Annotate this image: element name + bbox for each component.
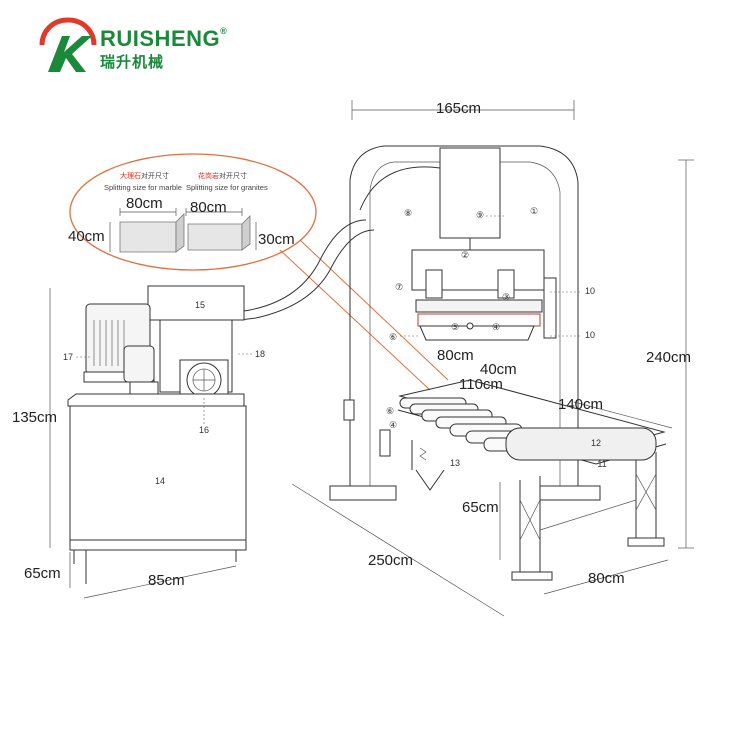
part-8: ⑧ bbox=[404, 208, 412, 218]
brand-name-cn: 瑞升机械 bbox=[100, 53, 165, 71]
part-16: 16 bbox=[199, 425, 209, 435]
callout-ellipse bbox=[69, 153, 317, 271]
part-18: 18 bbox=[255, 349, 265, 359]
part-4: ④ bbox=[492, 322, 500, 332]
callout-leader-2 bbox=[299, 239, 449, 381]
brand-name: RUISHENG® bbox=[100, 26, 228, 51]
granite-label-cn: 花岗岩对开尺寸 bbox=[198, 171, 247, 180]
tank-height-label: 135cm bbox=[12, 409, 57, 426]
logo-mark bbox=[39, 17, 97, 72]
part-15: 15 bbox=[195, 300, 205, 310]
conveyor-length-label: 140cm bbox=[558, 396, 603, 413]
part-10a: 10 bbox=[585, 286, 595, 296]
tank-width-line bbox=[83, 565, 237, 599]
machine-depth-label: 250cm bbox=[368, 552, 413, 569]
part-1: ① bbox=[530, 206, 538, 216]
marble-height-label: 40cm bbox=[68, 228, 105, 245]
total-height-label: 240cm bbox=[646, 349, 691, 366]
part-3: ③ bbox=[502, 292, 510, 302]
part-6b: ⑥ bbox=[386, 406, 394, 416]
hydraulic-station bbox=[67, 285, 247, 584]
callout-leader-1 bbox=[279, 249, 431, 391]
part-17: 17 bbox=[63, 352, 73, 362]
blade-gap-label: 40cm bbox=[480, 361, 517, 378]
granite-width-label: 80cm bbox=[190, 199, 227, 216]
granite-height-label: 30cm bbox=[258, 231, 295, 248]
part-number-markers: ① ② ③ ④ ⑤ ⑥ ⑦ ⑧ ⑨ 10 10 ⑥ ④ 11 12 13 14 … bbox=[63, 206, 607, 486]
conveyor-width-label: 80cm bbox=[588, 570, 625, 587]
registered-mark: ® bbox=[220, 26, 228, 36]
granite-label-en: Splitting size for granites bbox=[186, 183, 268, 192]
part-14: 14 bbox=[155, 476, 165, 486]
machine-depth-line bbox=[291, 483, 505, 617]
part-5: ⑤ bbox=[451, 322, 459, 332]
blade-length-label: 80cm bbox=[437, 347, 474, 364]
marble-width-label: 80cm bbox=[126, 195, 163, 212]
marble-label-en: Splitting size for marble bbox=[104, 183, 182, 192]
part-4b: ④ bbox=[389, 420, 397, 430]
part-10b: 10 bbox=[585, 330, 595, 340]
marble-label-cn: 大理石对开尺寸 bbox=[120, 171, 169, 180]
table-height-label: 65cm bbox=[462, 499, 499, 516]
part-2: ② bbox=[461, 250, 469, 260]
roller-table bbox=[397, 379, 667, 581]
top-width-label: 165cm bbox=[436, 100, 481, 117]
part-12: 12 bbox=[591, 438, 601, 448]
granite-block bbox=[185, 208, 257, 251]
conveyor-width-line bbox=[543, 559, 669, 595]
tank-base-label: 65cm bbox=[24, 565, 61, 582]
part-7: ⑦ bbox=[395, 282, 403, 292]
tank-width-label: 85cm bbox=[148, 572, 185, 589]
part-11: 11 bbox=[597, 459, 606, 469]
part-13: 13 bbox=[450, 458, 460, 468]
part-leader-lines bbox=[76, 215, 582, 424]
part-9: ⑨ bbox=[476, 210, 484, 220]
conveyor-length-line bbox=[573, 401, 673, 429]
marble-block bbox=[109, 208, 185, 253]
part-6: ⑥ bbox=[389, 332, 397, 342]
roller-width-label: 110cm bbox=[459, 376, 503, 393]
press-frame bbox=[237, 145, 601, 501]
